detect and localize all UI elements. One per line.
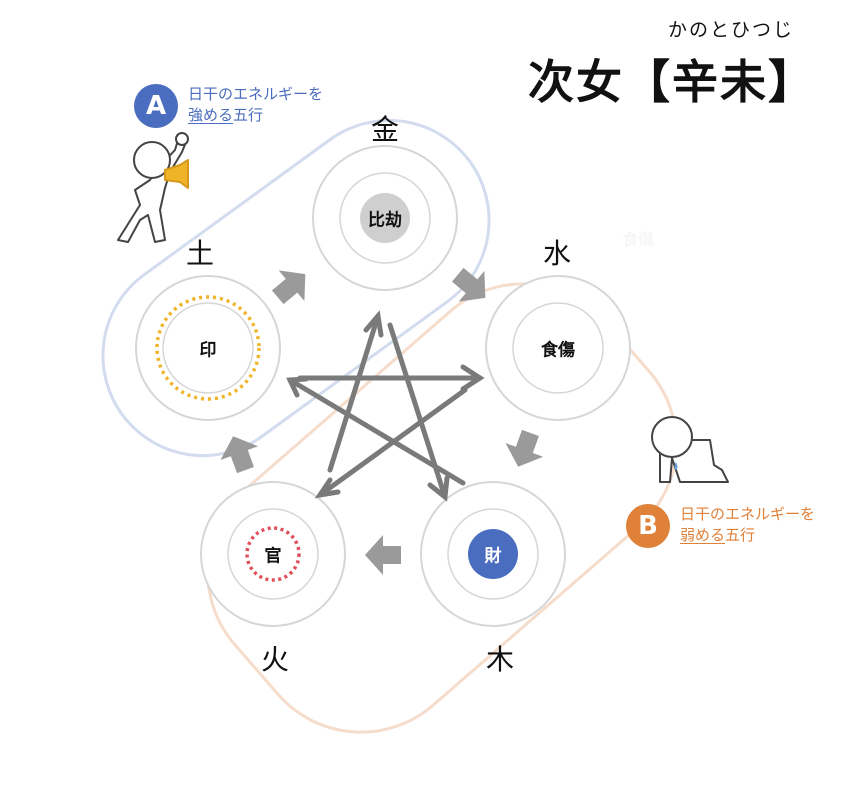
- group-a-region: [101, 118, 491, 458]
- title-ruby: かのとひつじ: [668, 19, 795, 41]
- core-label-wood: 財: [484, 546, 502, 567]
- arrow-wood-to-fire: [365, 535, 401, 575]
- group-a-line1: 日干のエネルギーを: [188, 85, 324, 103]
- arrow-earth-to-water: [297, 364, 485, 392]
- group-a-badge: A: [134, 84, 178, 128]
- group-b-badge: B: [626, 504, 670, 548]
- element-label-metal: 金: [370, 113, 400, 146]
- element-node-metal: [312, 145, 458, 291]
- element-node-fire: [200, 481, 346, 627]
- core-label-fire: 官: [264, 546, 282, 567]
- outer-ring: [200, 481, 346, 627]
- arrow-wood-to-earth: [286, 376, 466, 486]
- page-title: 次女【辛未】: [528, 55, 816, 109]
- element-label-earth: 土: [185, 237, 215, 270]
- inner-ring: [339, 172, 431, 264]
- arrow-water-to-fire: [314, 387, 468, 499]
- group-a-underlined: 強める: [188, 106, 234, 124]
- inner-ring: [162, 302, 254, 394]
- arrow-fire-to-metal: [327, 310, 384, 473]
- core-label-earth: 印: [199, 340, 217, 361]
- arrow-water-to-wood: [505, 429, 544, 467]
- kneeling-figure-icon: [651, 416, 729, 483]
- element-label-water: 水: [542, 237, 572, 270]
- outer-ring: [485, 275, 631, 421]
- cheering-figure-icon: [117, 132, 189, 243]
- dotted-ring: [245, 526, 301, 582]
- element-node-water: [485, 275, 631, 421]
- group-b-note: 日干のエネルギーを 弱める五行: [680, 504, 815, 546]
- generating-arrows: [220, 267, 544, 575]
- inner-ring: [447, 508, 539, 600]
- element-label-fire: 火: [260, 643, 290, 676]
- inner-ring: [512, 302, 604, 394]
- element-node-wood: [420, 481, 566, 627]
- inner-ring: [227, 508, 319, 600]
- watermark-text: 食傷: [622, 230, 655, 249]
- element-node-earth: [135, 275, 281, 421]
- group-b-underlined: 弱める: [680, 526, 726, 544]
- core-fill: [468, 529, 518, 579]
- core-label-metal: 比劫: [368, 210, 402, 231]
- core-fill: [360, 193, 410, 243]
- group-b-rest: 五行: [725, 526, 756, 544]
- arrow-metal-to-water: [451, 267, 486, 302]
- core-label-water: 食傷: [541, 340, 575, 361]
- group-a-note: 日干のエネルギーを 強める五行: [188, 84, 323, 126]
- group-a-rest: 五行: [233, 106, 264, 124]
- arrow-earth-to-metal: [271, 270, 306, 305]
- dotted-ring: [155, 295, 261, 401]
- group-b-line1: 日干のエネルギーを: [680, 505, 816, 523]
- element-label-wood: 木: [485, 643, 515, 676]
- controlling-arrows: [286, 310, 485, 502]
- arrow-fire-to-earth: [220, 436, 259, 474]
